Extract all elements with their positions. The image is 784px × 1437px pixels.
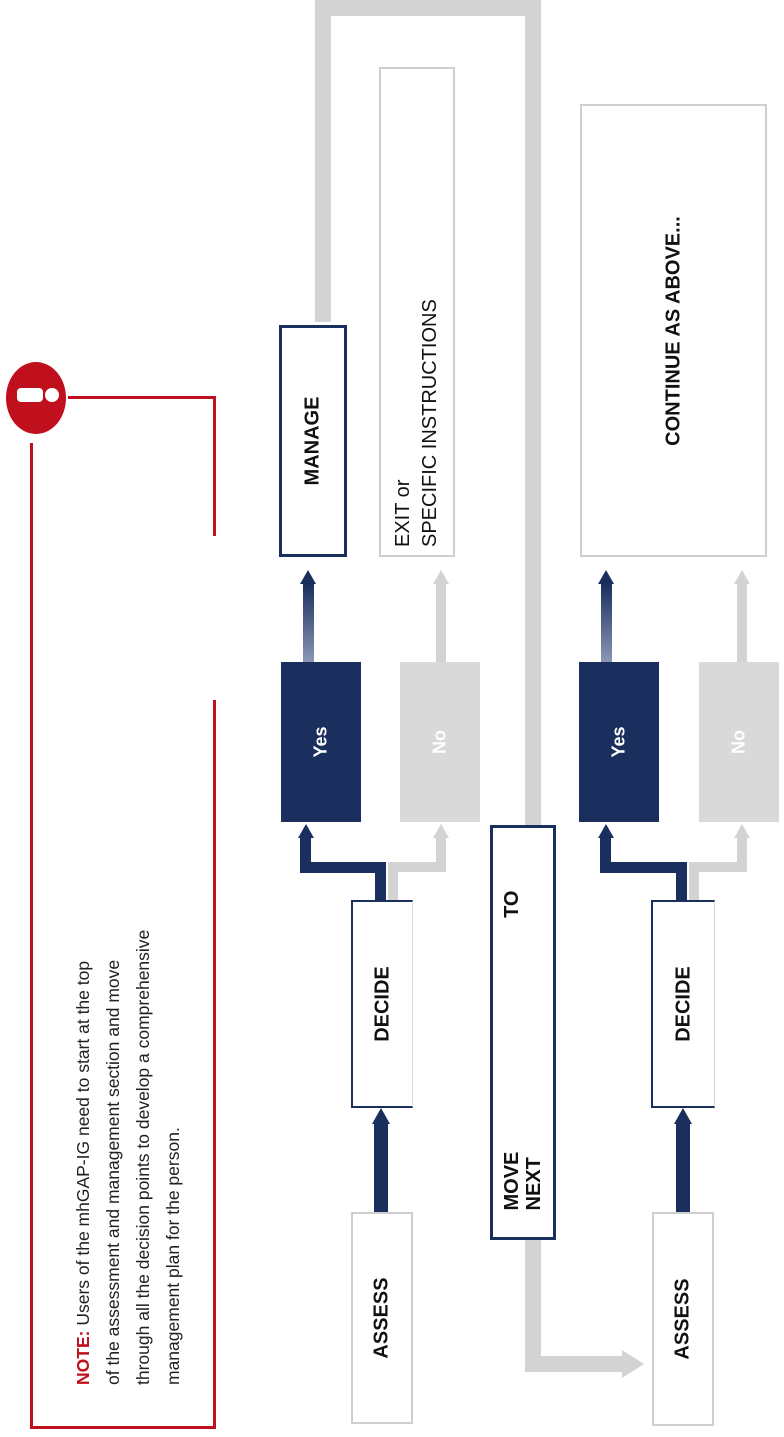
assess-decide-connector-row2	[676, 1122, 690, 1212]
yes-manage-arrow-row1	[300, 570, 316, 584]
yes-label-row2: Yes	[608, 726, 629, 758]
no-exit-arrow-row1	[433, 570, 449, 584]
assess-box-row1: ASSESS	[351, 1212, 413, 1424]
loop-bottom-bar	[525, 1356, 625, 1372]
continue-box-row2: CONTINUE AS ABOVE...	[580, 104, 767, 557]
decide-box-row1: DECIDE	[351, 900, 413, 1108]
note-text-block: NOTE: Users of the mhGAP-IG need to star…	[68, 505, 188, 1385]
assess-decide-connector-row1	[374, 1122, 388, 1212]
decide-box-row2: DECIDE	[651, 900, 715, 1108]
decide-no-arrow-row2	[734, 824, 750, 838]
note-label: NOTE:	[73, 1330, 93, 1385]
note-bracket-right-upper	[213, 396, 216, 536]
decide-no-up-row2	[737, 838, 747, 872]
loop-top-left-leg	[315, 0, 331, 322]
decide-yes-arrow-row1	[298, 824, 314, 838]
no-continue-connector-row2	[737, 584, 747, 662]
exit-label-line1: EXIT or	[392, 479, 414, 547]
no-label-row2: No	[728, 730, 749, 754]
yes-box-row2: Yes	[579, 662, 659, 822]
decide-yes-arrow-row2	[598, 824, 614, 838]
note-line-1-text: Users of the mhGAP-IG need to start at t…	[73, 960, 93, 1326]
decide-no-cross-row1	[388, 862, 446, 872]
note-line-4: management plan for the person.	[163, 1127, 183, 1385]
decide-yes-up-row2	[600, 838, 611, 872]
note-line-2: of the assessment and management section…	[103, 959, 123, 1385]
no-exit-connector-row1	[436, 584, 446, 662]
note-bracket-bottom	[30, 1426, 216, 1429]
decide-yes-stem-row2	[676, 862, 687, 900]
assess-box-row2: ASSESS	[652, 1212, 714, 1426]
note-bracket-right-lower	[213, 700, 216, 1429]
yes-box-row1: Yes	[281, 662, 361, 822]
yes-label-row1: Yes	[310, 726, 331, 758]
loop-lower-leg	[525, 1240, 541, 1370]
assess-decide-arrow-row2	[674, 1108, 692, 1124]
note-bracket-top	[68, 396, 216, 399]
continue-label-row2: CONTINUE AS ABOVE...	[662, 215, 684, 446]
decide-yes-stem-row1	[375, 862, 386, 900]
assess-label-row1: ASSESS	[370, 1277, 393, 1359]
decide-no-arrow-row1	[433, 824, 449, 838]
note-line-3: through all the decision points to devel…	[133, 929, 153, 1385]
manage-label-row1: MANAGE	[301, 396, 324, 486]
decide-label-row2: DECIDE	[672, 966, 694, 1042]
assess-decide-arrow-row1	[372, 1108, 390, 1124]
decide-no-stem-row1	[388, 862, 398, 900]
decide-yes-cross-row2	[600, 862, 687, 873]
next-label: NEXT	[523, 1156, 545, 1210]
yes-manage-connector-row1	[303, 584, 314, 662]
decide-yes-up-row1	[300, 838, 311, 872]
loop-arrow-head	[622, 1350, 644, 1378]
manage-box-row1: MANAGE	[279, 325, 347, 557]
no-continue-arrow-row2	[734, 570, 750, 584]
decide-label-row1: DECIDE	[371, 966, 393, 1042]
yes-continue-arrow-row2	[598, 570, 614, 584]
move-label: MOVE	[501, 1151, 523, 1210]
no-box-row1: No	[400, 662, 480, 822]
exclamation-icon	[6, 362, 66, 434]
note-bracket-left	[30, 443, 33, 1428]
exit-box-row1: EXIT or SPECIFIC INSTRUCTIONS	[379, 67, 455, 557]
exit-label-line2: SPECIFIC INSTRUCTIONS	[419, 299, 441, 547]
decide-no-stem-row2	[689, 862, 699, 900]
loop-top-bar	[315, 0, 541, 16]
no-box-row2: No	[699, 662, 779, 822]
note-line-1: NOTE: Users of the mhGAP-IG need to star…	[68, 505, 98, 1385]
assess-label-row2: ASSESS	[671, 1278, 694, 1360]
decide-yes-cross-row1	[300, 862, 386, 873]
yes-continue-connector-row2	[601, 584, 612, 662]
decide-no-cross-row2	[689, 862, 747, 872]
no-label-row1: No	[429, 730, 450, 754]
loop-right-leg	[525, 0, 541, 825]
move-next-box: MOVE TO NEXT	[490, 825, 556, 1240]
decide-no-up-row1	[436, 838, 446, 872]
to-label: TO	[501, 890, 523, 918]
